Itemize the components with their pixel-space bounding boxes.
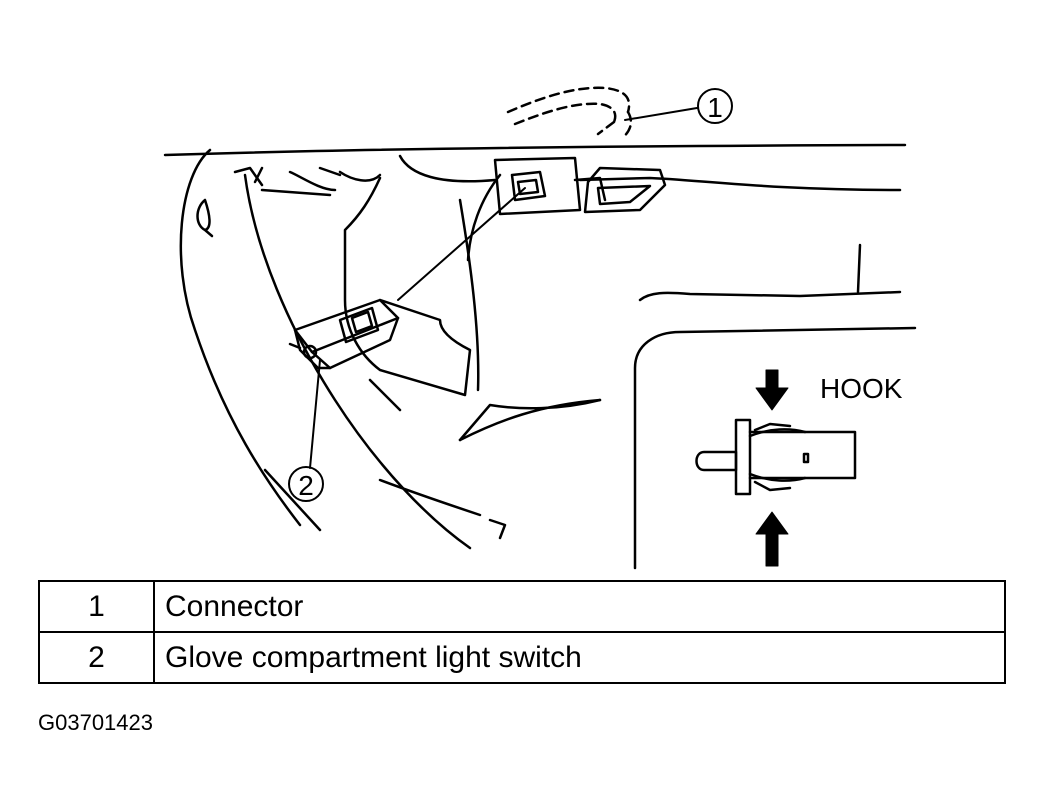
light-switch-installed xyxy=(288,298,400,370)
legend-number: 1 xyxy=(38,580,155,633)
legend-row: 2 Glove compartment light switch xyxy=(38,631,1006,684)
legend-description: Glove compartment light switch xyxy=(153,631,1006,684)
figure-code: G03701423 xyxy=(38,710,153,735)
callout-2: 2 xyxy=(288,466,324,502)
leader-lines xyxy=(309,107,698,469)
hook-label: HOOK xyxy=(820,373,903,404)
diagram-illustration: 1 2 HOOK xyxy=(163,86,917,570)
glove-box-opening xyxy=(263,173,902,540)
light-switch-detail xyxy=(695,418,857,496)
detail-view-frame xyxy=(633,326,917,570)
connector-housing xyxy=(493,156,667,216)
legend-number: 2 xyxy=(38,631,155,684)
arrow-up-icon xyxy=(755,511,789,567)
legend-table: 1 Connector 2 Glove compartment light sw… xyxy=(38,580,1006,684)
callout-1: 1 xyxy=(697,88,733,124)
dashboard-outline xyxy=(163,143,907,550)
harness-dashed-line xyxy=(506,86,633,140)
svg-text:2: 2 xyxy=(298,470,314,501)
arrow-down-icon xyxy=(755,369,789,411)
svg-text:1: 1 xyxy=(707,92,723,123)
legend-row: 1 Connector xyxy=(38,580,1006,633)
legend-description: Connector xyxy=(153,580,1006,633)
